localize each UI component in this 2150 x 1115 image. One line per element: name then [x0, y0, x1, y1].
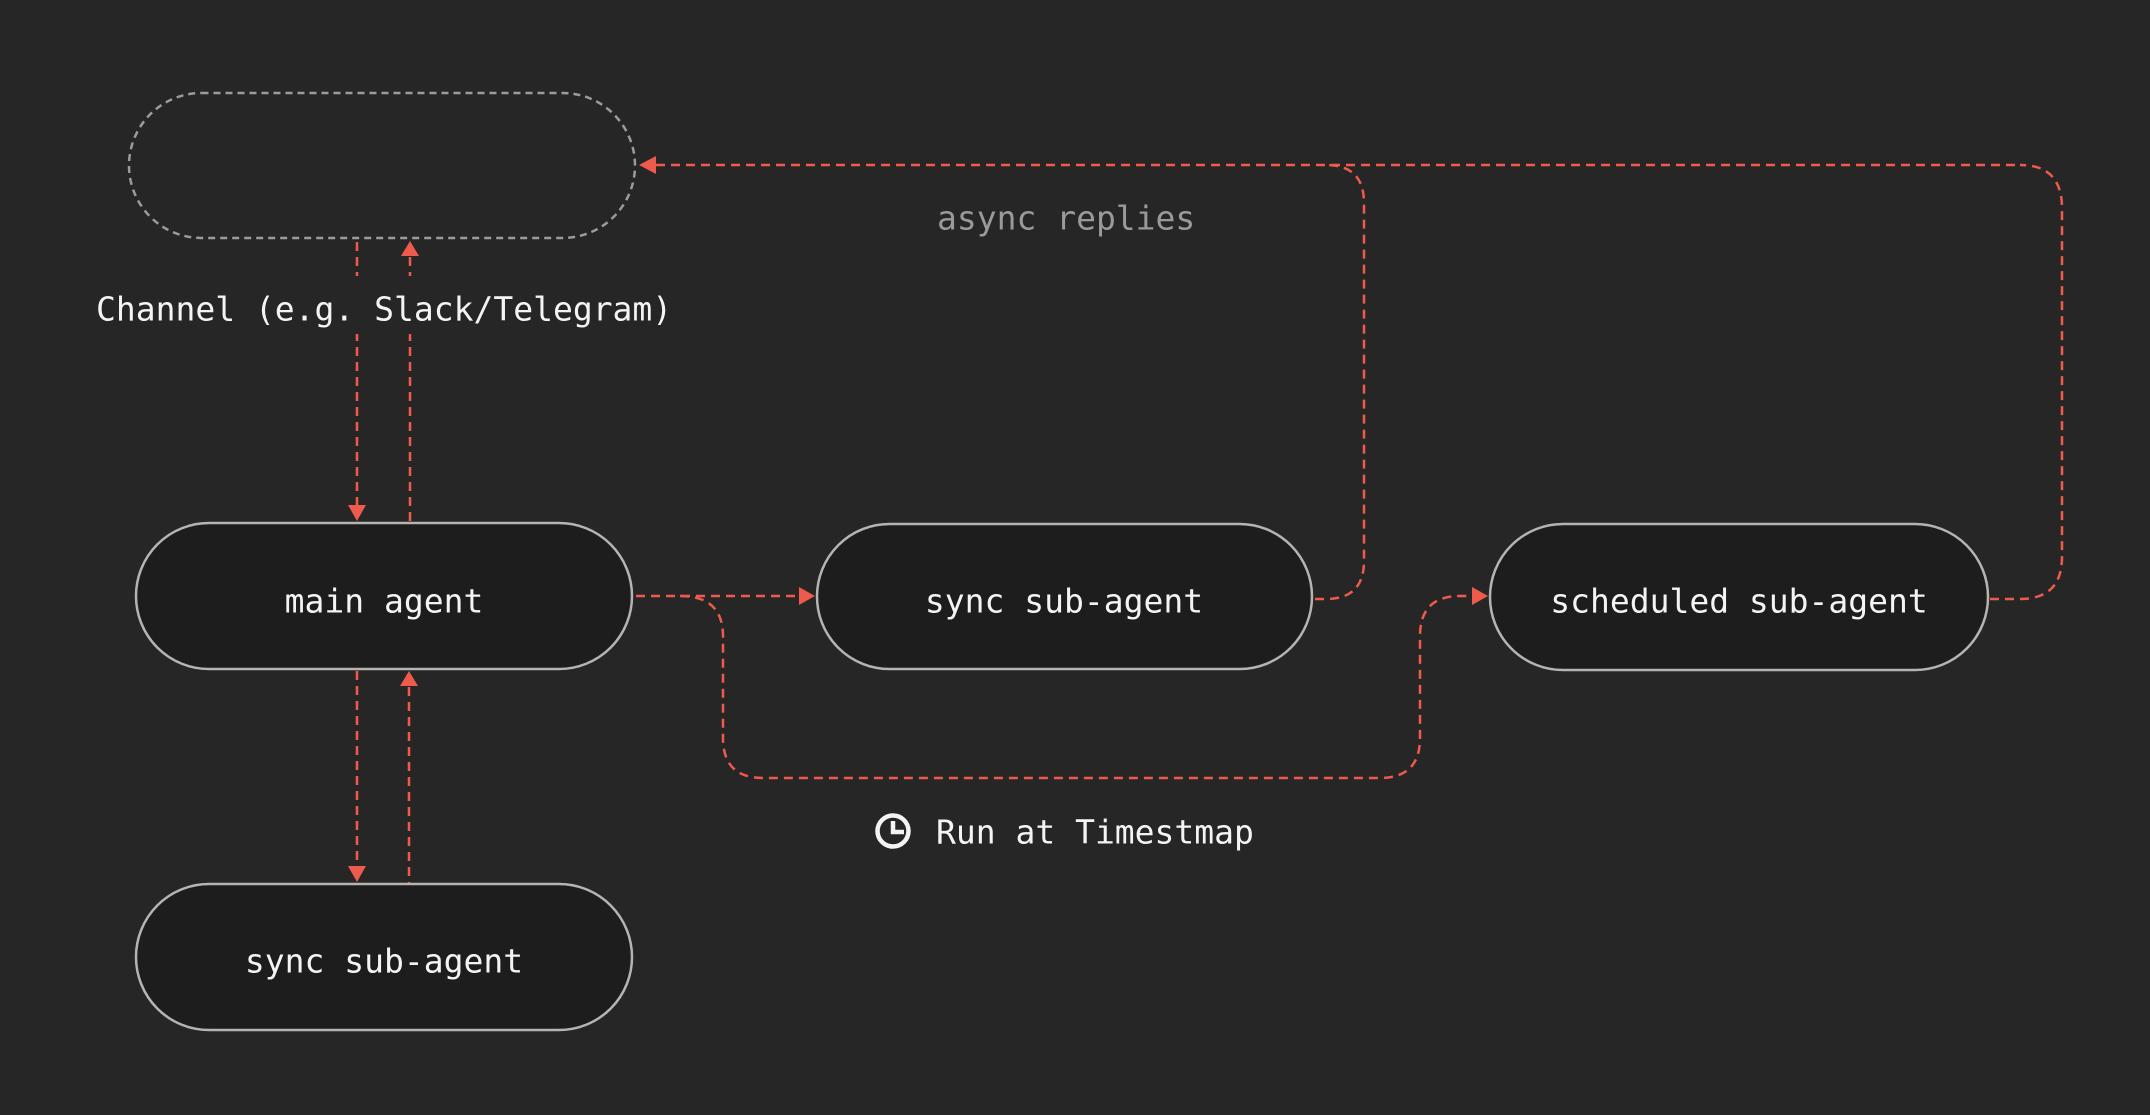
channel-caption: Channel (e.g. Slack/Telegram) — [96, 290, 672, 329]
edge-sync-to-async — [1315, 163, 1366, 601]
channel-caption-backdrop — [88, 276, 680, 334]
node-sync-sub-agent — [815, 522, 1314, 671]
arrowhead-into-channel-right — [639, 156, 656, 174]
clock-icon-face — [875, 813, 911, 849]
node-main-agent — [134, 521, 634, 671]
edge-scheduled-trigger — [679, 594, 1472, 780]
nodes: main agent sync sub-agent scheduled sub-… — [127, 91, 1990, 1032]
edge-scheduled-to-async — [1990, 163, 2064, 601]
arrowhead-into-scheduled-left — [1472, 587, 1488, 605]
arrowhead-into-main-top — [348, 505, 366, 521]
node-sync-sub-agent-bottom-label: sync sub-agent — [245, 942, 523, 981]
async-replies-label: async replies — [937, 199, 1195, 238]
run-at-label: Run at Timestmap — [936, 813, 1254, 852]
node-scheduled-sub-agent-label: scheduled sub-agent — [1550, 582, 1928, 621]
node-channel — [127, 91, 637, 240]
node-sync-sub-agent-bottom — [134, 882, 634, 1032]
run-at-caption: Run at Timestmap — [875, 813, 1254, 852]
node-main-agent-label: main agent — [285, 582, 484, 621]
arrowhead-into-sync-left — [799, 587, 815, 605]
arrowhead-into-bottom-sync-top — [348, 866, 366, 882]
node-scheduled-sub-agent — [1488, 522, 1990, 672]
arrowheads — [348, 156, 1488, 882]
edges — [355, 163, 2064, 883]
node-sync-sub-agent-label: sync sub-agent — [925, 582, 1203, 621]
clock-icon-hands — [890, 821, 904, 835]
arrowhead-into-channel-bottom — [401, 241, 419, 256]
clock-icon — [875, 813, 911, 849]
arrowhead-into-main-bottom — [400, 671, 418, 686]
